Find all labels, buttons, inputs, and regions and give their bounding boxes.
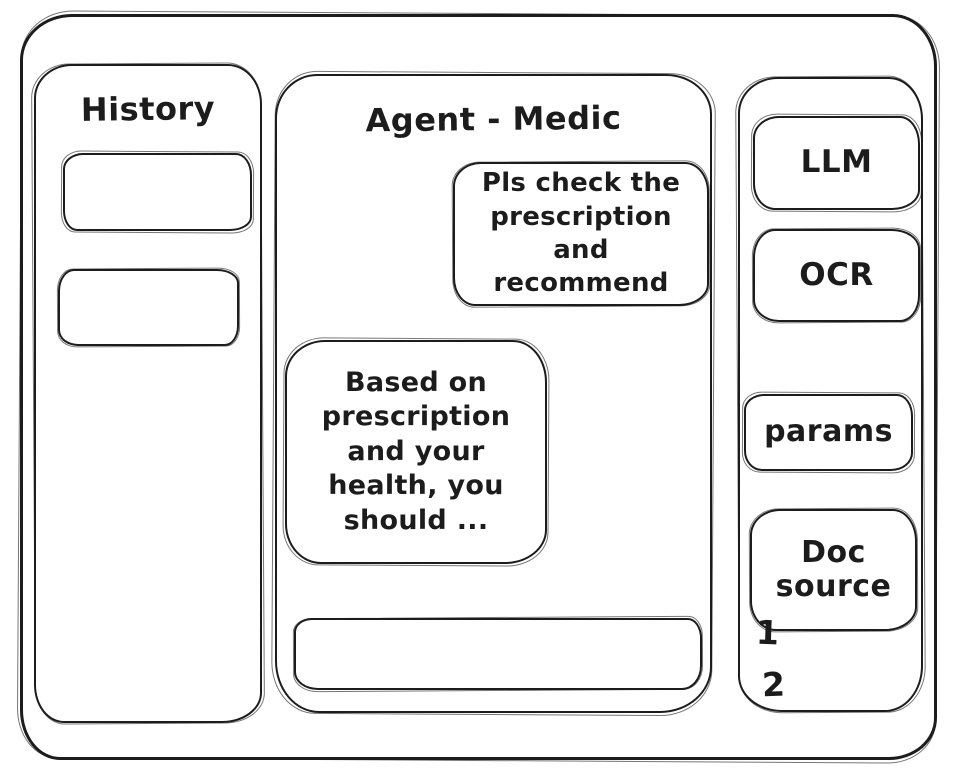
chat-title: Agent - Medic — [365, 98, 622, 140]
message-input-box[interactable] — [294, 618, 702, 690]
doc-source-button[interactable]: Doc source — [750, 509, 917, 631]
doc-source-item-1[interactable]: 1 — [755, 612, 781, 653]
ocr-button[interactable]: OCR — [753, 229, 920, 322]
tools-sidebar: LLM OCR params Doc source 1 2 — [738, 77, 923, 712]
doc-source-item-2[interactable]: 2 — [761, 664, 787, 705]
history-item[interactable] — [58, 269, 239, 346]
agent-message-bubble: Based on prescription and your health, y… — [285, 340, 547, 564]
user-message-bubble: Pls check the prescription and recommend — [453, 162, 709, 306]
agent-message-text: Based on prescription and your health, y… — [321, 366, 511, 536]
history-title: History — [80, 89, 216, 129]
chat-panel: Agent - Medic Pls check the prescription… — [275, 74, 712, 713]
params-button[interactable]: params — [744, 394, 913, 471]
history-item[interactable] — [63, 153, 252, 231]
user-message-text: Pls check the prescription and recommend — [481, 168, 681, 299]
history-sidebar: History — [34, 64, 262, 723]
llm-button[interactable]: LLM — [753, 116, 920, 210]
message-input[interactable] — [296, 620, 700, 688]
